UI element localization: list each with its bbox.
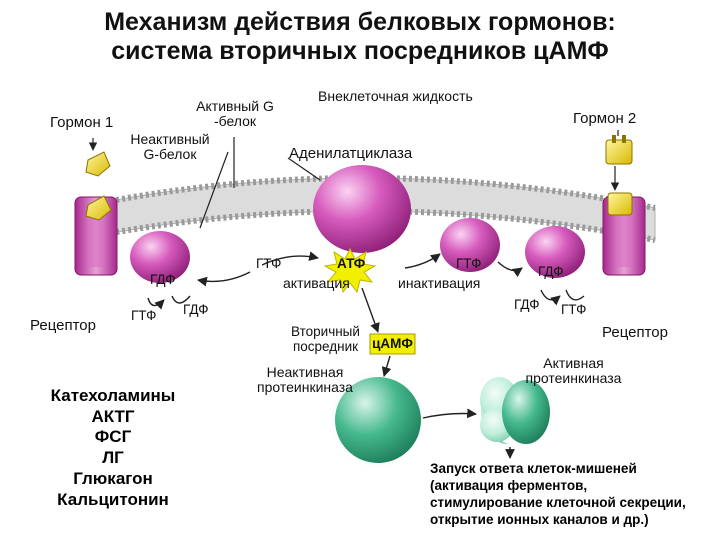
- inactive-g-protein-label-line2: G-белок: [143, 146, 197, 163]
- atp-label: АТФ: [337, 256, 366, 271]
- hormone-list-item: ЛГ: [102, 448, 124, 468]
- second-messenger-label: Вторичный посредник: [283, 324, 368, 355]
- active-protein-kinase-shape: [480, 377, 550, 444]
- active-g-protein-label-line1: Активный G: [196, 98, 274, 114]
- gtp-left-bottom-label: ГТФ: [131, 308, 157, 323]
- hormone2-molecule-bound: [607, 192, 633, 216]
- receptor-right-shape: [602, 196, 646, 276]
- hormone2-label: Гормон 2: [573, 110, 637, 127]
- hormone2-molecule-free: [605, 135, 633, 165]
- hormone-list: Катехоламины АКТГ ФСГ ЛГ Глюкагон Кальци…: [28, 386, 198, 510]
- gdp-right-bottom-label: ГДФ: [514, 297, 540, 312]
- atp-star: [323, 247, 377, 294]
- camp-label: цАМФ: [372, 336, 413, 351]
- active-g-protein-label: Активный G -белок: [180, 98, 290, 130]
- g-protein-left: [130, 231, 190, 283]
- gtp-right-label: ГТФ: [456, 256, 482, 271]
- adenylate-cyclase-label: Аденилатциклаза: [289, 145, 413, 162]
- title-line2: система вторичных посредников цАМФ: [111, 36, 609, 65]
- inactivation-label: инактивация: [398, 275, 481, 291]
- camp-tag: [369, 333, 416, 355]
- receptor-right-label: Рецептор: [602, 324, 668, 341]
- hormone-list-item: ФСГ: [94, 427, 132, 447]
- pointer-lines: [88, 130, 620, 229]
- gdp-left-bottom-label: ГДФ: [183, 302, 209, 317]
- hormone1-molecule-bound: [85, 195, 112, 221]
- second-messenger-label-line1: Вторичный: [291, 324, 360, 339]
- response-line: (активация ферментов,: [430, 477, 588, 493]
- inactive-protein-kinase-label-line2: протеинкиназа: [257, 379, 353, 396]
- inactive-g-protein-label-line1: Неактивный: [130, 131, 210, 147]
- inactive-protein-kinase-label: Неактивная протеинкиназа: [250, 364, 360, 396]
- inactive-protein-kinase-label-line1: Неактивная: [266, 364, 344, 380]
- active-g-protein-label-line2: -белок: [213, 113, 257, 130]
- hormone1-label: Гормон 1: [50, 114, 114, 131]
- active-protein-kinase-label-line2: протеинкиназа: [525, 370, 622, 387]
- hormone1-molecule-free: [85, 151, 111, 177]
- process-arrows: [147, 251, 585, 459]
- target-cell-response: Запуск ответа клеток-мишеней (активация …: [430, 461, 686, 529]
- g-protein-center-right: [440, 218, 500, 272]
- adenylate-cyclase-shape: [313, 165, 411, 253]
- gtp-center-label: ГТФ: [256, 256, 282, 271]
- hormone-list-item: АКТГ: [91, 406, 135, 426]
- g-protein-right: [525, 226, 585, 278]
- active-protein-kinase-label: Активная протеинкиназа: [516, 355, 631, 387]
- response-line: стимулирование клеточной секреции,: [430, 494, 686, 510]
- active-protein-kinase-label-line1: Активная: [543, 355, 604, 371]
- gtp-right-bottom-label: ГТФ: [561, 302, 587, 317]
- second-messenger-label-line2: посредник: [292, 338, 359, 354]
- hormone-list-item: Глюкагон: [73, 468, 153, 488]
- hormone-list-item: Катехоламины: [50, 386, 176, 405]
- inactive-protein-kinase-shape: [335, 377, 421, 463]
- activation-label: активация: [283, 275, 350, 291]
- response-line: Запуск ответа клеток-мишеней: [430, 461, 637, 476]
- extracellular-fluid-label: Внеклеточная жидкость: [318, 88, 473, 104]
- title-line1: Механизм действия белковых гормонов:: [104, 8, 616, 36]
- hormone-list-item: Кальцитонин: [57, 489, 169, 509]
- page-title: Механизм действия белковых гормонов: сис…: [0, 8, 720, 66]
- inactive-g-protein-label: Неактивный G-белок: [115, 131, 225, 163]
- receptor-left-shape: [74, 196, 118, 276]
- receptor-left-label: Рецептор: [30, 317, 96, 334]
- gdp-left-top-label: ГДФ: [150, 272, 176, 287]
- gdp-right-top-label: ГДФ: [538, 264, 564, 279]
- response-line: открытие ионных каналов и др.): [430, 511, 649, 527]
